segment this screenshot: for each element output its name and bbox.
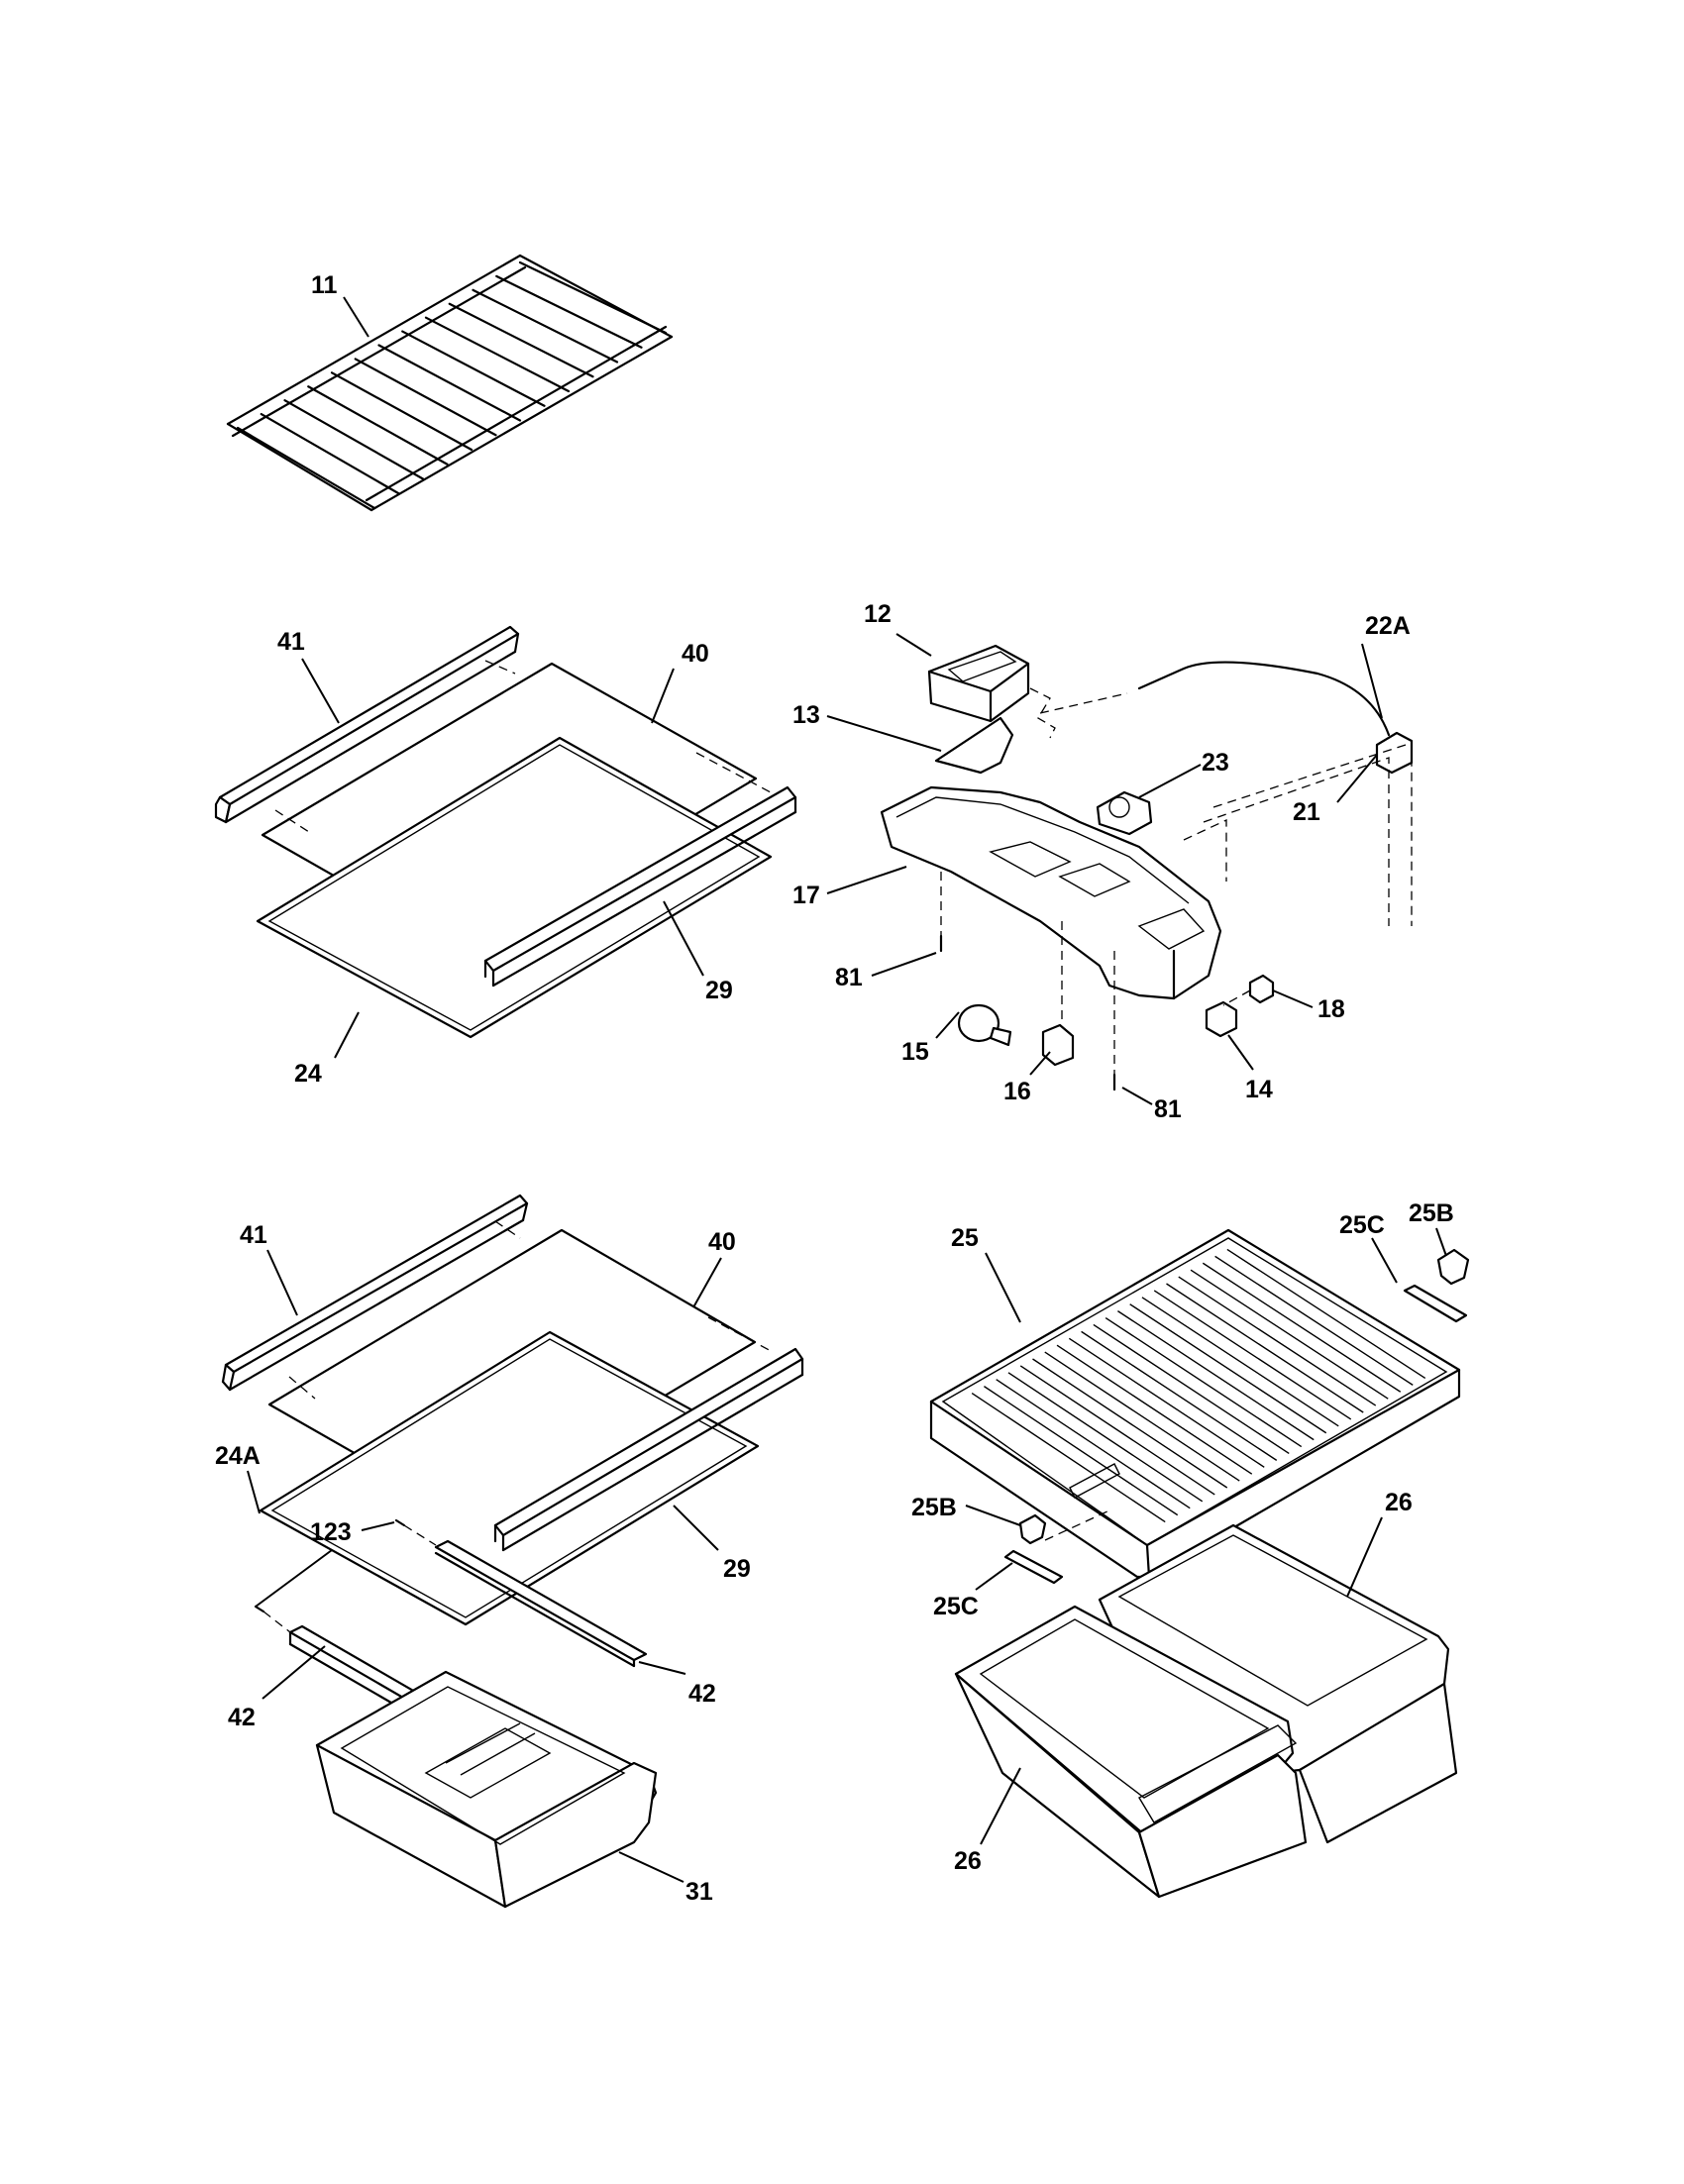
callout-12: 12 bbox=[864, 600, 892, 628]
cover-rib bbox=[1068, 1337, 1265, 1468]
callout-31: 31 bbox=[685, 1878, 713, 1906]
callout-18: 18 bbox=[1317, 995, 1345, 1023]
shelf-wire bbox=[495, 274, 643, 349]
cover-rib bbox=[1190, 1269, 1389, 1400]
callout-123: 123 bbox=[310, 1518, 352, 1546]
shelf-wire bbox=[330, 371, 474, 452]
callout-11: 11 bbox=[311, 271, 338, 299]
callout-26-right: 26 bbox=[1385, 1489, 1413, 1516]
shelf-wire bbox=[354, 358, 497, 437]
cover-rib bbox=[1226, 1248, 1426, 1380]
shelf-wire bbox=[424, 316, 571, 393]
callout-25B-lower: 25B bbox=[911, 1494, 957, 1521]
callout-81-left: 81 bbox=[835, 964, 863, 991]
callout-14: 14 bbox=[1245, 1076, 1273, 1103]
callout-41-upper: 41 bbox=[277, 628, 305, 656]
cover-rib bbox=[1178, 1276, 1377, 1406]
cover-rib bbox=[1081, 1330, 1278, 1461]
callout-15: 15 bbox=[901, 1038, 929, 1066]
callout-25C-upper: 25C bbox=[1339, 1211, 1385, 1239]
callout-42-left: 42 bbox=[228, 1704, 256, 1731]
cover-rib bbox=[984, 1386, 1179, 1516]
cover-rib bbox=[1214, 1255, 1414, 1386]
callout-24: 24 bbox=[294, 1060, 322, 1088]
callout-29-lower: 29 bbox=[723, 1555, 751, 1583]
shelf-wire bbox=[260, 412, 400, 495]
cover-rib bbox=[1153, 1290, 1352, 1420]
callout-17: 17 bbox=[792, 882, 820, 909]
callout-29-upper: 29 bbox=[705, 977, 733, 1004]
callout-labels: 11 41 40 29 24 12 13 17 81 15 16 81 14 1… bbox=[215, 271, 1454, 1906]
shelf-wire bbox=[401, 330, 546, 407]
cover-rib bbox=[1166, 1283, 1364, 1413]
glass-shelf-assembly-upper bbox=[214, 625, 797, 1039]
callout-25C-lower: 25C bbox=[933, 1593, 979, 1620]
shelf-wire bbox=[236, 426, 376, 510]
cover-rib bbox=[1129, 1303, 1327, 1434]
glass-shelf-assembly-lower bbox=[221, 1194, 804, 1909]
shelf-wire bbox=[307, 385, 449, 466]
cover-rib bbox=[1007, 1372, 1204, 1503]
callout-16: 16 bbox=[1003, 1078, 1031, 1105]
crisper-cover-drawers bbox=[929, 1228, 1470, 1899]
cover-rib bbox=[1093, 1323, 1290, 1455]
callout-42-right: 42 bbox=[688, 1680, 716, 1708]
callout-21: 21 bbox=[1293, 798, 1320, 826]
cover-rib bbox=[971, 1392, 1166, 1523]
callout-81-right: 81 bbox=[1154, 1095, 1182, 1123]
cover-rib bbox=[1202, 1262, 1402, 1393]
cover-rib bbox=[1105, 1316, 1303, 1448]
cover-rib bbox=[1141, 1297, 1339, 1427]
wire-shelf-11 bbox=[226, 254, 674, 512]
callout-40-lower: 40 bbox=[708, 1228, 736, 1256]
shelf-wire bbox=[472, 288, 619, 364]
callout-25: 25 bbox=[951, 1224, 979, 1252]
callout-41-lower: 41 bbox=[240, 1221, 267, 1249]
callout-22A: 22A bbox=[1365, 612, 1411, 640]
cover-rib bbox=[1032, 1358, 1228, 1489]
cover-rib bbox=[1044, 1351, 1240, 1482]
shelf-wire bbox=[448, 302, 594, 378]
shelf-wire bbox=[283, 399, 425, 480]
callout-13: 13 bbox=[792, 701, 820, 729]
callout-40-upper: 40 bbox=[682, 640, 709, 668]
cover-rib bbox=[996, 1379, 1191, 1509]
callout-25B-upper: 25B bbox=[1409, 1199, 1454, 1227]
light-housing-assembly bbox=[880, 644, 1414, 1092]
shelf-wire bbox=[377, 344, 522, 422]
callout-24A: 24A bbox=[215, 1442, 261, 1470]
callout-26-left: 26 bbox=[954, 1847, 982, 1875]
cover-rib bbox=[1056, 1344, 1253, 1475]
callout-leaders bbox=[247, 296, 1447, 1883]
cover-rib bbox=[1019, 1365, 1215, 1496]
callout-23: 23 bbox=[1202, 749, 1229, 777]
cover-rib bbox=[1117, 1310, 1315, 1441]
